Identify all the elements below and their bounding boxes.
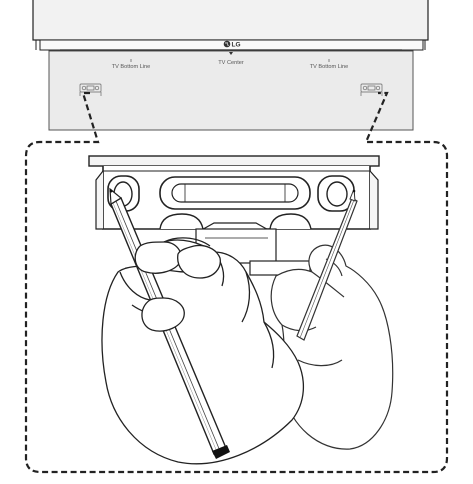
brand-logo-text: LG xyxy=(232,42,241,49)
installation-guide-sheet xyxy=(48,50,414,131)
center-slot xyxy=(159,176,311,210)
tv-center-marker xyxy=(229,52,233,55)
tv-body xyxy=(32,0,429,51)
tv-center-label: TV Center xyxy=(218,60,244,66)
tv-bottom-line-label-right: TV Bottom Line xyxy=(310,64,349,70)
mounting-bracket-zoom xyxy=(88,155,380,285)
lg-logo-icon: LG xyxy=(223,40,241,49)
bracket-mark-icon xyxy=(360,83,383,96)
pencil-icon-right xyxy=(296,188,358,341)
bracket-mark-icon xyxy=(79,83,102,96)
tv-bottom-line-label-left: TV Bottom Line xyxy=(112,64,151,70)
zoom-callout-outline xyxy=(24,91,449,474)
screw-hole-right xyxy=(317,175,355,212)
hand-fingers-left xyxy=(134,241,221,332)
